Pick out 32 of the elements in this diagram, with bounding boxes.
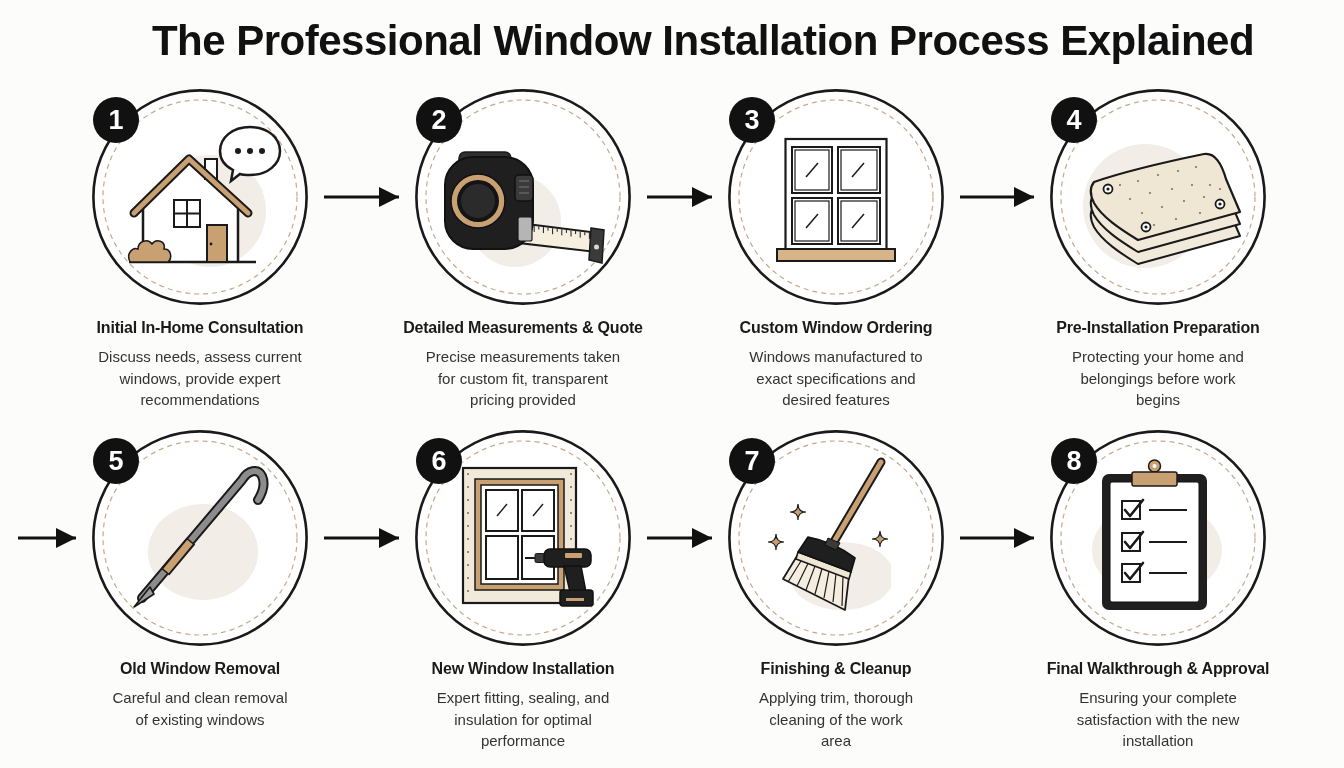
step-number: 6 [416, 438, 462, 484]
step-description: Careful and clean removal of existing windows [111, 688, 289, 730]
step-heading: Pre-Installation Preparation [1056, 318, 1260, 338]
step-heading: New Window Installation [431, 659, 615, 679]
step-number: 3 [729, 97, 775, 143]
arrow [324, 528, 399, 548]
arrow [324, 187, 399, 207]
step-number: 8 [1051, 438, 1097, 484]
step-number: 1 [93, 97, 139, 143]
step-description: Precise measurements taken for custom fit, transparent pricing provided [424, 347, 622, 410]
step-description: Protecting your home and belongings before work begins [1071, 347, 1245, 410]
step-number: 5 [93, 438, 139, 484]
step-number: 4 [1051, 97, 1097, 143]
arrow [960, 187, 1034, 207]
step-description: Discuss needs, assess current windows, provide expert recommendations [97, 347, 303, 410]
arrow [647, 528, 712, 548]
arrow [18, 528, 76, 548]
arrow [647, 187, 712, 207]
step-heading: Final Walkthrough & Approval [1046, 659, 1270, 679]
step-number: 7 [729, 438, 775, 484]
step-description: Windows manufactured to exact specifications and desired features [748, 347, 924, 410]
step-heading: Old Window Removal [120, 659, 280, 679]
arrow [960, 528, 1034, 548]
step-description: Expert fitting, sealing, and insulation for optimal performance [435, 688, 611, 751]
step-description: Ensuring your complete satisfaction with the new installation [1075, 688, 1241, 751]
step-number: 2 [416, 97, 462, 143]
step-heading: Initial In-Home Consultation [96, 318, 304, 338]
step-heading: Finishing & Cleanup [760, 659, 912, 679]
step-heading: Detailed Measurements & Quote [403, 318, 643, 338]
title: The Professional Window Installation Process Explained [151, 16, 1255, 66]
step-heading: Custom Window Ordering [739, 318, 933, 338]
step-description: Applying trim, thorough cleaning of the work area [757, 688, 915, 751]
